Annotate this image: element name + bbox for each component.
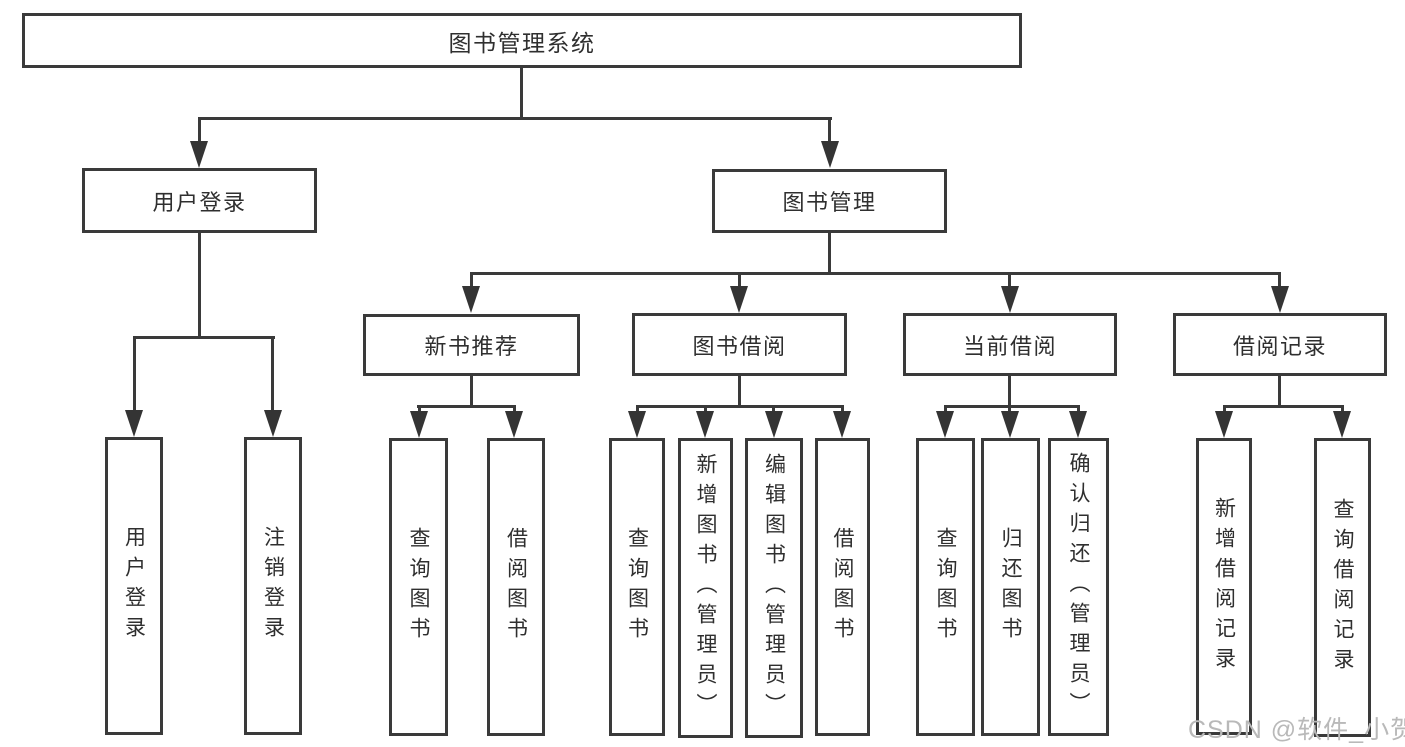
node-borrow-records: 借阅记录 <box>1173 313 1387 376</box>
leaf-logout: 注销登录 <box>244 437 302 735</box>
leaf-query-books: 查询图书 <box>389 438 448 736</box>
arrow-down-icon <box>1069 411 1087 438</box>
connector-new-book-stem <box>470 376 473 408</box>
connector-current-borrow-hbar <box>944 405 1080 408</box>
connector-new-book-hbar <box>417 405 516 408</box>
node-library-management-system: 图书管理系统 <box>22 13 1022 68</box>
node-user-login: 用户登录 <box>82 168 317 233</box>
arrow-down-icon <box>936 411 954 438</box>
arrow-down-icon <box>765 411 783 438</box>
connector-arm-logout-leaf <box>271 336 274 411</box>
leaf-query-borrow-record: 查询借阅记录 <box>1314 438 1371 737</box>
leaf-query-books: 查询图书 <box>916 438 975 736</box>
node-book-borrow: 图书借阅 <box>632 313 847 376</box>
leaf-borrow-books: 借阅图书 <box>487 438 545 736</box>
arrow-down-icon <box>190 141 208 168</box>
leaf-edit-book-admin: 编辑图书（管理员） <box>745 438 803 738</box>
connector-arm <box>1008 405 1011 413</box>
connector-root-stem <box>520 68 523 120</box>
arrow-down-icon <box>462 286 480 313</box>
arrow-down-icon <box>1271 286 1289 313</box>
arrow-down-icon <box>264 410 282 437</box>
leaf-confirm-return-admin: 确认归还（管理员） <box>1048 438 1109 736</box>
arrow-down-icon <box>833 411 851 438</box>
watermark-text: CSDN @软件_小贺同 <box>1188 716 1405 744</box>
arrow-down-icon <box>696 411 714 438</box>
csdn-watermark: CSDN @软件_小贺同学 <box>1188 710 1405 746</box>
arrow-down-icon <box>1333 411 1351 438</box>
connector-current-borrow-stem <box>1008 376 1011 408</box>
connector-user-login-hbar <box>133 336 275 339</box>
connector-arm <box>513 405 516 413</box>
connector-arm-login-leaf <box>133 336 136 411</box>
connector-arm <box>418 405 421 413</box>
connector-arm <box>1341 405 1344 413</box>
connector-arm-new-book <box>470 272 473 288</box>
connector-arm-book-management <box>828 117 831 143</box>
arrow-down-icon <box>730 286 748 313</box>
connector-book-borrow-hbar <box>636 405 844 408</box>
connector-arm <box>704 405 707 413</box>
arrow-down-icon <box>1215 411 1233 438</box>
connector-book-management-stem <box>828 233 831 275</box>
connector-borrow-records-stem <box>1278 376 1281 408</box>
connector-borrow-records-hbar <box>1223 405 1344 408</box>
connector-user-login-stem <box>198 233 201 339</box>
connector-arm <box>1077 405 1080 413</box>
node-book-management: 图书管理 <box>712 169 947 233</box>
connector-arm <box>636 405 639 413</box>
leaf-add-book-admin: 新增图书（管理员） <box>678 438 733 738</box>
connector-arm-user-login <box>198 117 201 143</box>
connector-arm <box>772 405 775 413</box>
node-new-book-recommend: 新书推荐 <box>363 314 580 376</box>
connector-book-management-hbar <box>470 272 1281 275</box>
arrow-down-icon <box>1001 286 1019 313</box>
arrow-down-icon <box>125 410 143 437</box>
connector-arm <box>944 405 947 413</box>
connector-root-hbar <box>198 117 832 120</box>
leaf-return-book: 归还图书 <box>981 438 1040 736</box>
arrow-down-icon <box>628 411 646 438</box>
connector-arm-current-borrow <box>1008 272 1011 288</box>
leaf-borrow-books: 借阅图书 <box>815 438 870 736</box>
arrow-down-icon <box>410 411 428 438</box>
node-current-borrow: 当前借阅 <box>903 313 1117 376</box>
connector-arm <box>1223 405 1226 413</box>
connector-arm <box>841 405 844 413</box>
connector-arm-book-borrow <box>738 272 741 288</box>
arrow-down-icon <box>505 411 523 438</box>
arrow-down-icon <box>821 141 839 168</box>
leaf-add-borrow-record: 新增借阅记录 <box>1196 438 1252 735</box>
connector-book-borrow-stem <box>738 376 741 408</box>
leaf-query-books: 查询图书 <box>609 438 665 736</box>
leaf-user-login: 用户登录 <box>105 437 163 735</box>
connector-arm-borrow-records <box>1278 272 1281 288</box>
arrow-down-icon <box>1001 411 1019 438</box>
